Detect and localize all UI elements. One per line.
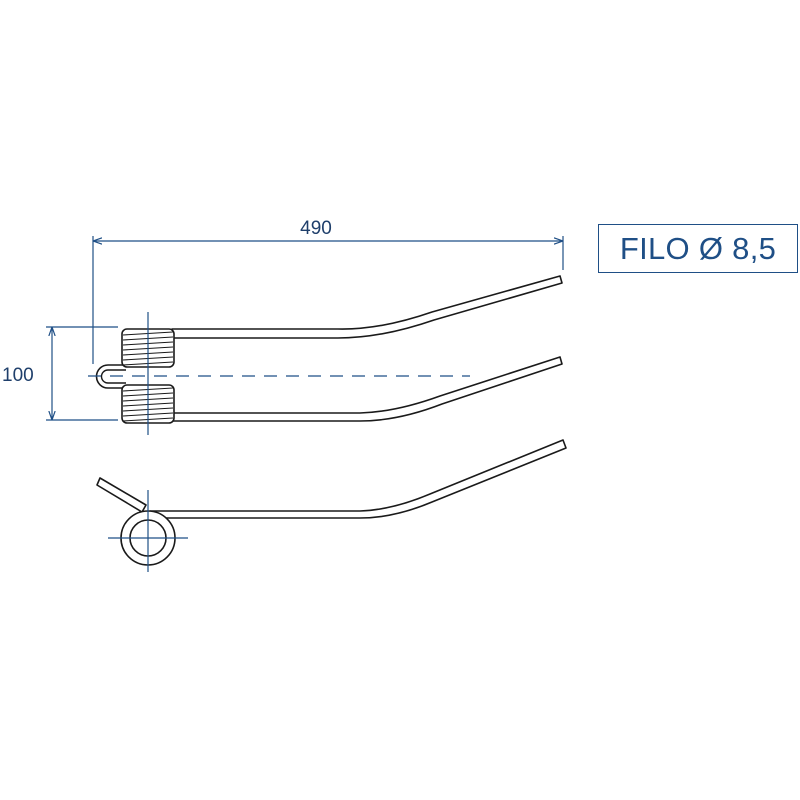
height-label: 100 — [2, 365, 34, 386]
side-view — [96, 439, 567, 572]
length-label: 490 — [300, 218, 332, 239]
wire-spec-box: FILO Ø 8,5 — [598, 224, 798, 273]
lower-prong — [171, 356, 563, 422]
wire-spec-label: FILO Ø 8,5 — [619, 230, 777, 266]
upper-prong — [171, 275, 563, 339]
connecting-loop-inner — [100, 369, 126, 384]
length-dimension — [92, 236, 564, 364]
height-dimension — [46, 326, 118, 421]
side-prong — [149, 439, 567, 519]
side-hook — [96, 477, 147, 513]
top-view — [88, 275, 563, 435]
